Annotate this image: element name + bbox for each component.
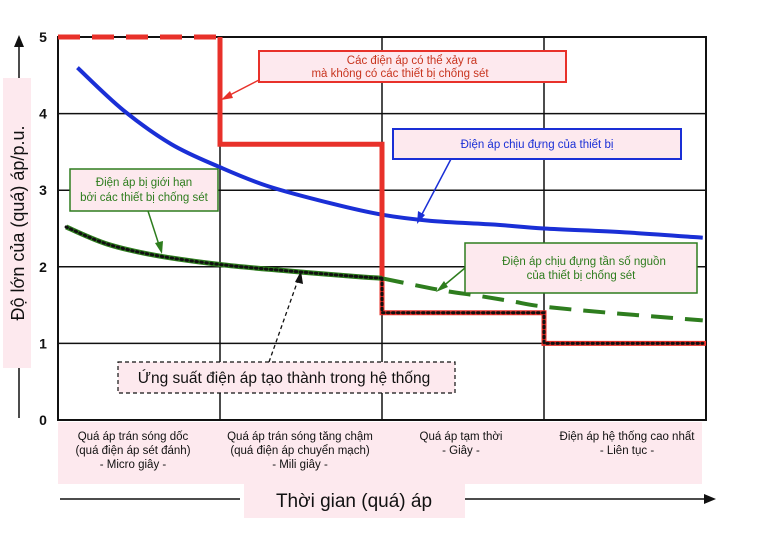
x-region-label: - Mili giây - [272, 459, 328, 471]
series-resulting-stress-steps [380, 276, 705, 345]
annotation-limited-line2: bởi các thiết bị chống sét [80, 192, 209, 204]
series-resulting-stress-curve [64, 225, 384, 280]
y-axis-title-group: Độ lớn của (quá) áp/p.u. [3, 35, 31, 418]
annotation-limited-line1: Điện áp bị giới hạn [96, 177, 192, 189]
x-region-label: - Liên tục - [600, 445, 654, 457]
y-tick-label: 3 [39, 182, 47, 198]
x-region-label: Quá áp tạm thời [420, 431, 503, 443]
annotation-limited-by-arrester: Điện áp bị giới hạn bởi các thiết bị chố… [69, 168, 219, 254]
y-tick-label: 2 [39, 259, 47, 275]
x-region-label: (quá điện áp chuyển mạch) [230, 445, 370, 457]
annotation-possible-overvoltage: Các điện áp có thể xảy ra mà không có cá… [221, 50, 567, 100]
x-axis-title-group: Thời gian (quá) áp [60, 484, 716, 518]
annotation-powerfreq-line2: của thiết bị chống sét [527, 270, 636, 282]
y-tick-label: 4 [39, 106, 47, 122]
x-region-label: Điện áp hệ thống cao nhất [560, 431, 696, 443]
x-region-label: (quá điện áp sét đánh) [75, 445, 190, 457]
annotation-possible-line1: Các điện áp có thể xảy ra [347, 55, 478, 67]
x-axis-title: Thời gian (quá) áp [276, 491, 432, 512]
x-region-band [58, 422, 702, 484]
series-layer [58, 34, 706, 346]
x-region-label: Quá áp trán sóng tăng chậm [227, 431, 373, 443]
annotation-possible-line2: mà không có các thiết bị chống sét [311, 68, 489, 80]
annotation-powerfreq-line1: Điện áp chịu đựng tần số nguồn [502, 256, 666, 268]
annotation-power-frequency: Điện áp chịu đựng tần số nguồn của thiết… [436, 242, 698, 294]
annotation-equipment-withstand: Điện áp chịu đựng của thiết bị [392, 128, 682, 224]
x-region-label: - Micro giây - [100, 459, 167, 471]
series-equipment-withstand [76, 66, 703, 240]
annotation-resulting-stress: Ứng suất điện áp tạo thành trong hệ thốn… [117, 271, 456, 394]
annotation-stress-line1: Ứng suất điện áp tạo thành trong hệ thốn… [138, 370, 430, 387]
y-tick-label: 5 [39, 29, 47, 45]
y-tick-labels: 0 1 2 3 4 5 [39, 29, 47, 428]
y-tick-label: 1 [39, 335, 47, 351]
annotation-withstand-line1: Điện áp chịu đựng của thiết bị [461, 139, 614, 151]
x-region-labels: Quá áp trán sóng dốc (quá điện áp sét đán… [75, 431, 695, 471]
y-axis-title: Độ lớn của (quá) áp/p.u. [8, 126, 28, 321]
x-region-label: - Giây - [442, 445, 480, 457]
y-tick-label: 0 [39, 412, 47, 428]
x-region-label: Quá áp trán sóng dốc [78, 431, 189, 443]
